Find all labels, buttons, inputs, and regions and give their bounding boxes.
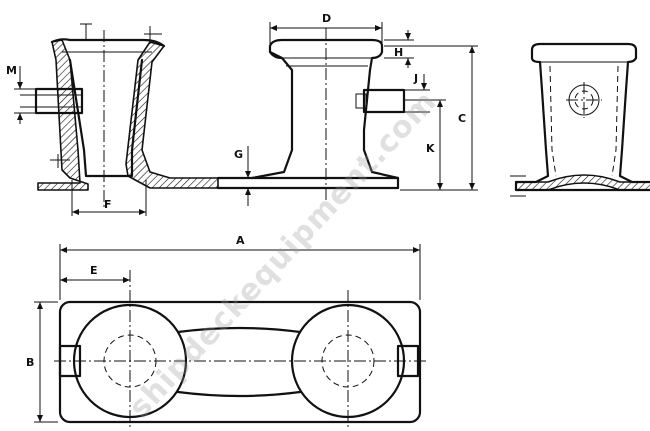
dim-label-g: G [234,148,243,161]
dim-label-h: H [394,46,403,59]
left-post-rim [50,38,166,48]
left-side-lug [34,87,84,115]
dim-label-e: E [90,264,98,277]
dim-label-j: J [413,72,418,85]
right-side-lug [362,88,406,114]
side-view [510,42,650,197]
dim-label-d: D [322,12,331,25]
dim-label-f: F [104,198,112,211]
side-view-outline [514,42,650,192]
left-post-inner-wall [68,58,144,178]
front-base-plate [216,176,400,190]
dim-label-a: A [236,234,245,247]
plan-connecting-web [176,326,302,398]
plan-view: A E B [26,234,428,428]
watermark: shipdeckequipment.com [122,84,444,425]
front-view: D F C K H J G M [6,12,478,216]
side-view-hidden-cavity [549,65,619,177]
left-post-section-outer [37,39,89,191]
side-view-base-section [515,174,650,191]
dim-label-b: B [26,356,34,369]
dim-label-c: C [458,112,466,125]
dim-label-m: M [6,64,17,77]
dim-label-k: K [426,142,435,155]
right-post-section-base [125,41,219,189]
